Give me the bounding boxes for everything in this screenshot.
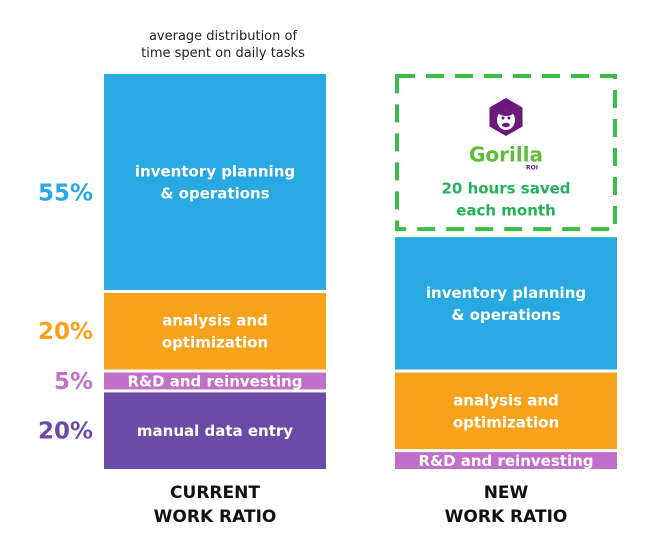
rd-percent-label: 5%: [54, 369, 93, 395]
analysis-segment-label: optimization: [453, 413, 559, 431]
analysis-segment-label: analysis and: [453, 391, 559, 409]
hours-saved-text: each month: [456, 202, 556, 220]
caption-line-2: time spent on daily tasks: [141, 46, 305, 61]
caption-line-1: average distribution of: [148, 29, 298, 44]
manual-percent-label: 20%: [38, 419, 93, 445]
category-label-new: NEW: [484, 483, 529, 503]
inventory-segment-current: [104, 74, 326, 290]
manual-segment-current: [104, 392, 326, 469]
inventory-segment-label: inventory planning: [135, 162, 295, 180]
rd-segment-label: R&D and reinvesting: [127, 372, 302, 390]
rd-segment-current: [104, 372, 326, 390]
gorilla-eye-icon: [501, 116, 505, 120]
gorilla-brow-icon: [499, 110, 513, 116]
inventory-percent-label: 55%: [38, 181, 93, 207]
gorilla-logo-subtext: ROI: [526, 165, 538, 172]
category-label-current: CURRENT: [170, 483, 260, 503]
category-label-current: WORK RATIO: [154, 507, 277, 527]
category-label-new: WORK RATIO: [445, 507, 568, 527]
inventory-segment-label: & operations: [160, 184, 269, 202]
analysis-segment-new: [395, 372, 617, 450]
gorilla-eye-icon: [507, 116, 511, 120]
gorilla-logo-text: Gorilla: [469, 143, 543, 167]
inventory-segment-label: & operations: [451, 306, 560, 324]
analysis-segment-current: [104, 292, 326, 370]
manual-segment-label: manual data entry: [137, 422, 293, 440]
rd-segment-label: R&D and reinvesting: [418, 452, 593, 470]
chart-caption: average distribution of time spent on da…: [108, 28, 338, 62]
inventory-segment-label: inventory planning: [426, 284, 586, 302]
analysis-segment-label: optimization: [162, 334, 268, 352]
analysis-percent-label: 20%: [38, 319, 93, 345]
rd-segment-new: [395, 452, 617, 469]
hours-saved-box: [395, 74, 617, 232]
inventory-segment-new: [395, 237, 617, 370]
analysis-segment-label: analysis and: [162, 312, 268, 330]
hours-saved-text: 20 hours saved: [441, 180, 570, 198]
gorilla-mouth-icon: [502, 122, 510, 128]
